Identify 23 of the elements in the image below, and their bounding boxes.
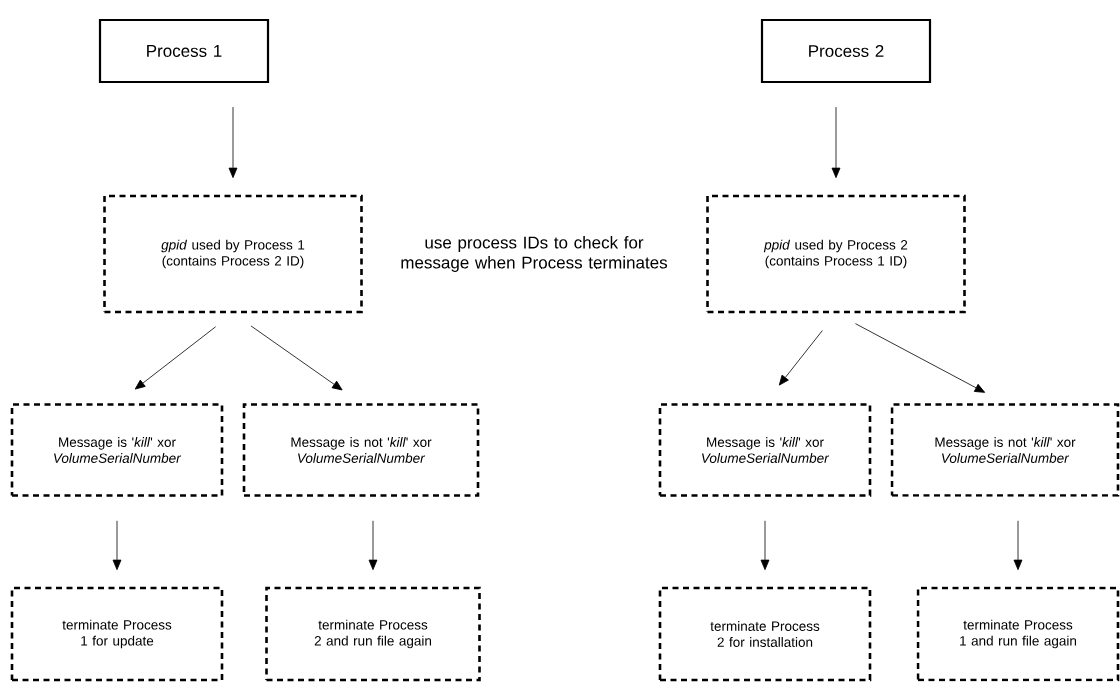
arrow (1013, 520, 1023, 571)
arrow (368, 520, 378, 571)
arrow (250, 325, 343, 391)
process-box: Process 2 (760, 18, 932, 84)
step-box: Message is not 'kill' xor VolumeSerialNumber (890, 403, 1120, 497)
note-text: use process IDs to check for message when Process terminates (401, 236, 668, 272)
arrow (112, 520, 122, 571)
step-box: Message is not 'kill' xor VolumeSerialNumber (242, 403, 480, 497)
step-box: terminate Process 1 for update (10, 586, 224, 682)
step-box: ppid used by Process 2 (contains Process 1 ID) (706, 194, 966, 314)
step-box: Message is 'kill' xor VolumeSerialNumber (10, 403, 224, 497)
arrow (760, 520, 770, 571)
process-box: Process 1 (98, 18, 270, 84)
arrow (228, 106, 238, 179)
step-box: terminate Process 2 for installation (658, 586, 872, 682)
arrow (134, 326, 216, 390)
step-box: terminate Process 2 and run file again (265, 586, 481, 682)
arrow (855, 323, 986, 393)
arrow (831, 106, 841, 179)
step-box: terminate Process 1 and run file again (916, 586, 1120, 682)
step-box: Message is 'kill' xor VolumeSerialNumber (658, 403, 872, 497)
arrow (778, 330, 823, 386)
step-box: gpid used by Process 1 (contains Process 2 ID) (103, 194, 363, 314)
